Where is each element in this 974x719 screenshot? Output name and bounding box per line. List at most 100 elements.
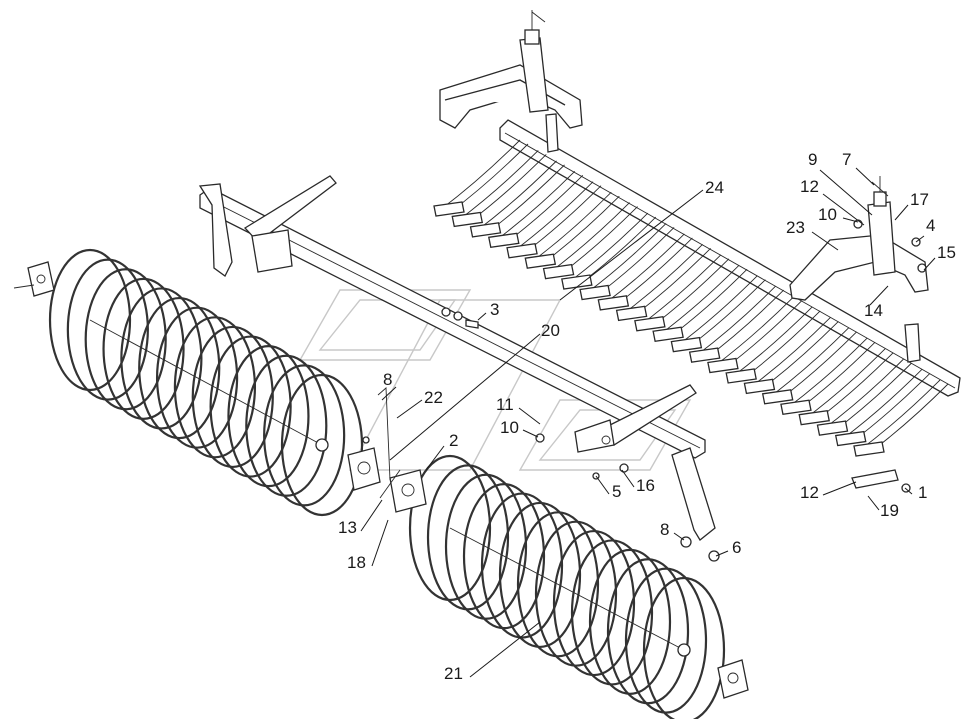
roller-coil (280, 373, 364, 517)
callout-leader-line (894, 204, 909, 221)
callout-number: 22 (424, 388, 443, 407)
harrow-tine (469, 160, 565, 238)
roller-coil (173, 316, 257, 459)
callout-number: 20 (541, 321, 560, 340)
harrow-tine (488, 170, 584, 249)
callout-23: 23 (786, 218, 839, 251)
callout-14: 14 (864, 285, 889, 320)
callout-number: 12 (800, 483, 819, 502)
tine-harrow-frame (499, 119, 961, 397)
callout-number: 3 (490, 300, 499, 319)
callout-leader-line (371, 519, 389, 567)
callout-leader-line (559, 189, 704, 301)
callout-number: 17 (910, 190, 929, 209)
roller-coil (245, 354, 328, 497)
roller-axle (89, 319, 323, 446)
callout-number: 19 (880, 501, 899, 520)
harrow-tine (834, 369, 931, 447)
callout-5: 5 (595, 475, 621, 501)
callout-leader-line (904, 487, 913, 495)
roller-coil (570, 539, 654, 686)
harrow-tine (433, 139, 529, 217)
callout-leader-line (425, 445, 445, 471)
callout-11: 11 (496, 395, 541, 425)
roller-coil (191, 325, 274, 469)
callout-leader-line (822, 481, 857, 496)
roller-coil (606, 558, 690, 705)
harrow-tine (561, 212, 657, 290)
part-callouts: 1234567889101011121213141516171819202122… (338, 150, 956, 683)
callout-20: 20 (389, 321, 560, 461)
upper-hitch-bracket (439, 10, 583, 153)
callout-12a: 12 (800, 177, 865, 226)
callout-number: 12 (800, 177, 819, 196)
harrow-tine (670, 275, 766, 353)
callout-12b: 12 (800, 481, 857, 502)
main-frame (198, 175, 716, 541)
roller-coil (534, 520, 618, 667)
harrow-tine (597, 233, 693, 311)
callout-leader-line (715, 550, 729, 557)
callout-leader-line (381, 386, 397, 401)
callout-leader-line (389, 333, 541, 461)
callout-number: 1 (918, 483, 927, 502)
roller-hub (315, 438, 329, 452)
harrow-tine (780, 337, 876, 415)
roller-coil (408, 454, 492, 602)
roller-coil (480, 492, 564, 639)
callout-9: 9 (808, 150, 873, 216)
callout-1: 1 (904, 483, 927, 502)
callout-16: 16 (621, 469, 655, 495)
callout-21: 21 (444, 621, 541, 683)
harrow-tine (652, 264, 748, 342)
callout-leader-line (595, 475, 610, 495)
roller-coil (552, 529, 636, 677)
roller-coil (444, 473, 528, 620)
harrow-tine (506, 181, 602, 259)
harrow-tine (688, 285, 784, 363)
harrow-tine (634, 254, 730, 332)
callout-leader-line (477, 312, 487, 321)
roller-coil (138, 296, 221, 440)
roller-coil (426, 464, 510, 611)
callout-number: 15 (937, 243, 956, 262)
callout-number: 18 (347, 553, 366, 572)
callout-number: 16 (636, 476, 655, 495)
callout-8a: 8 (381, 370, 397, 401)
callout-leader-line (855, 167, 875, 186)
callout-number: 8 (383, 370, 392, 389)
callout-number: 23 (786, 218, 805, 237)
harrow-tine (524, 191, 620, 269)
callout-number: 13 (338, 518, 357, 537)
callout-10b: 10 (500, 418, 539, 438)
harrow-tine (816, 358, 912, 436)
callout-24: 24 (559, 178, 724, 301)
roller-axle (449, 527, 685, 651)
harrow-tine (725, 306, 821, 384)
callout-3: 3 (477, 300, 499, 321)
roller-coil (498, 501, 582, 649)
callout-leader-line (923, 257, 936, 271)
harrow-tine (615, 244, 711, 322)
callout-15: 15 (923, 243, 956, 271)
harrow-tine (743, 317, 839, 395)
harrow-tine (798, 348, 894, 426)
callout-leader-line (842, 217, 859, 223)
callout-leader-line (811, 231, 839, 251)
callout-number: 5 (612, 482, 621, 501)
harrow-tines (433, 139, 949, 457)
callout-leader-line (819, 169, 873, 216)
harrow-tine (542, 202, 638, 280)
spiral-roller-right (408, 454, 726, 719)
callout-7: 7 (842, 150, 875, 186)
roller-coil (588, 548, 672, 695)
roller-coil (516, 511, 600, 658)
roller-coil (642, 576, 726, 719)
callout-number: 9 (808, 150, 817, 169)
callout-number: 7 (842, 150, 851, 169)
roller-coil (66, 258, 149, 401)
harrow-tine (579, 223, 675, 301)
harrow-tine (853, 379, 949, 457)
callout-leader-line (867, 495, 880, 511)
